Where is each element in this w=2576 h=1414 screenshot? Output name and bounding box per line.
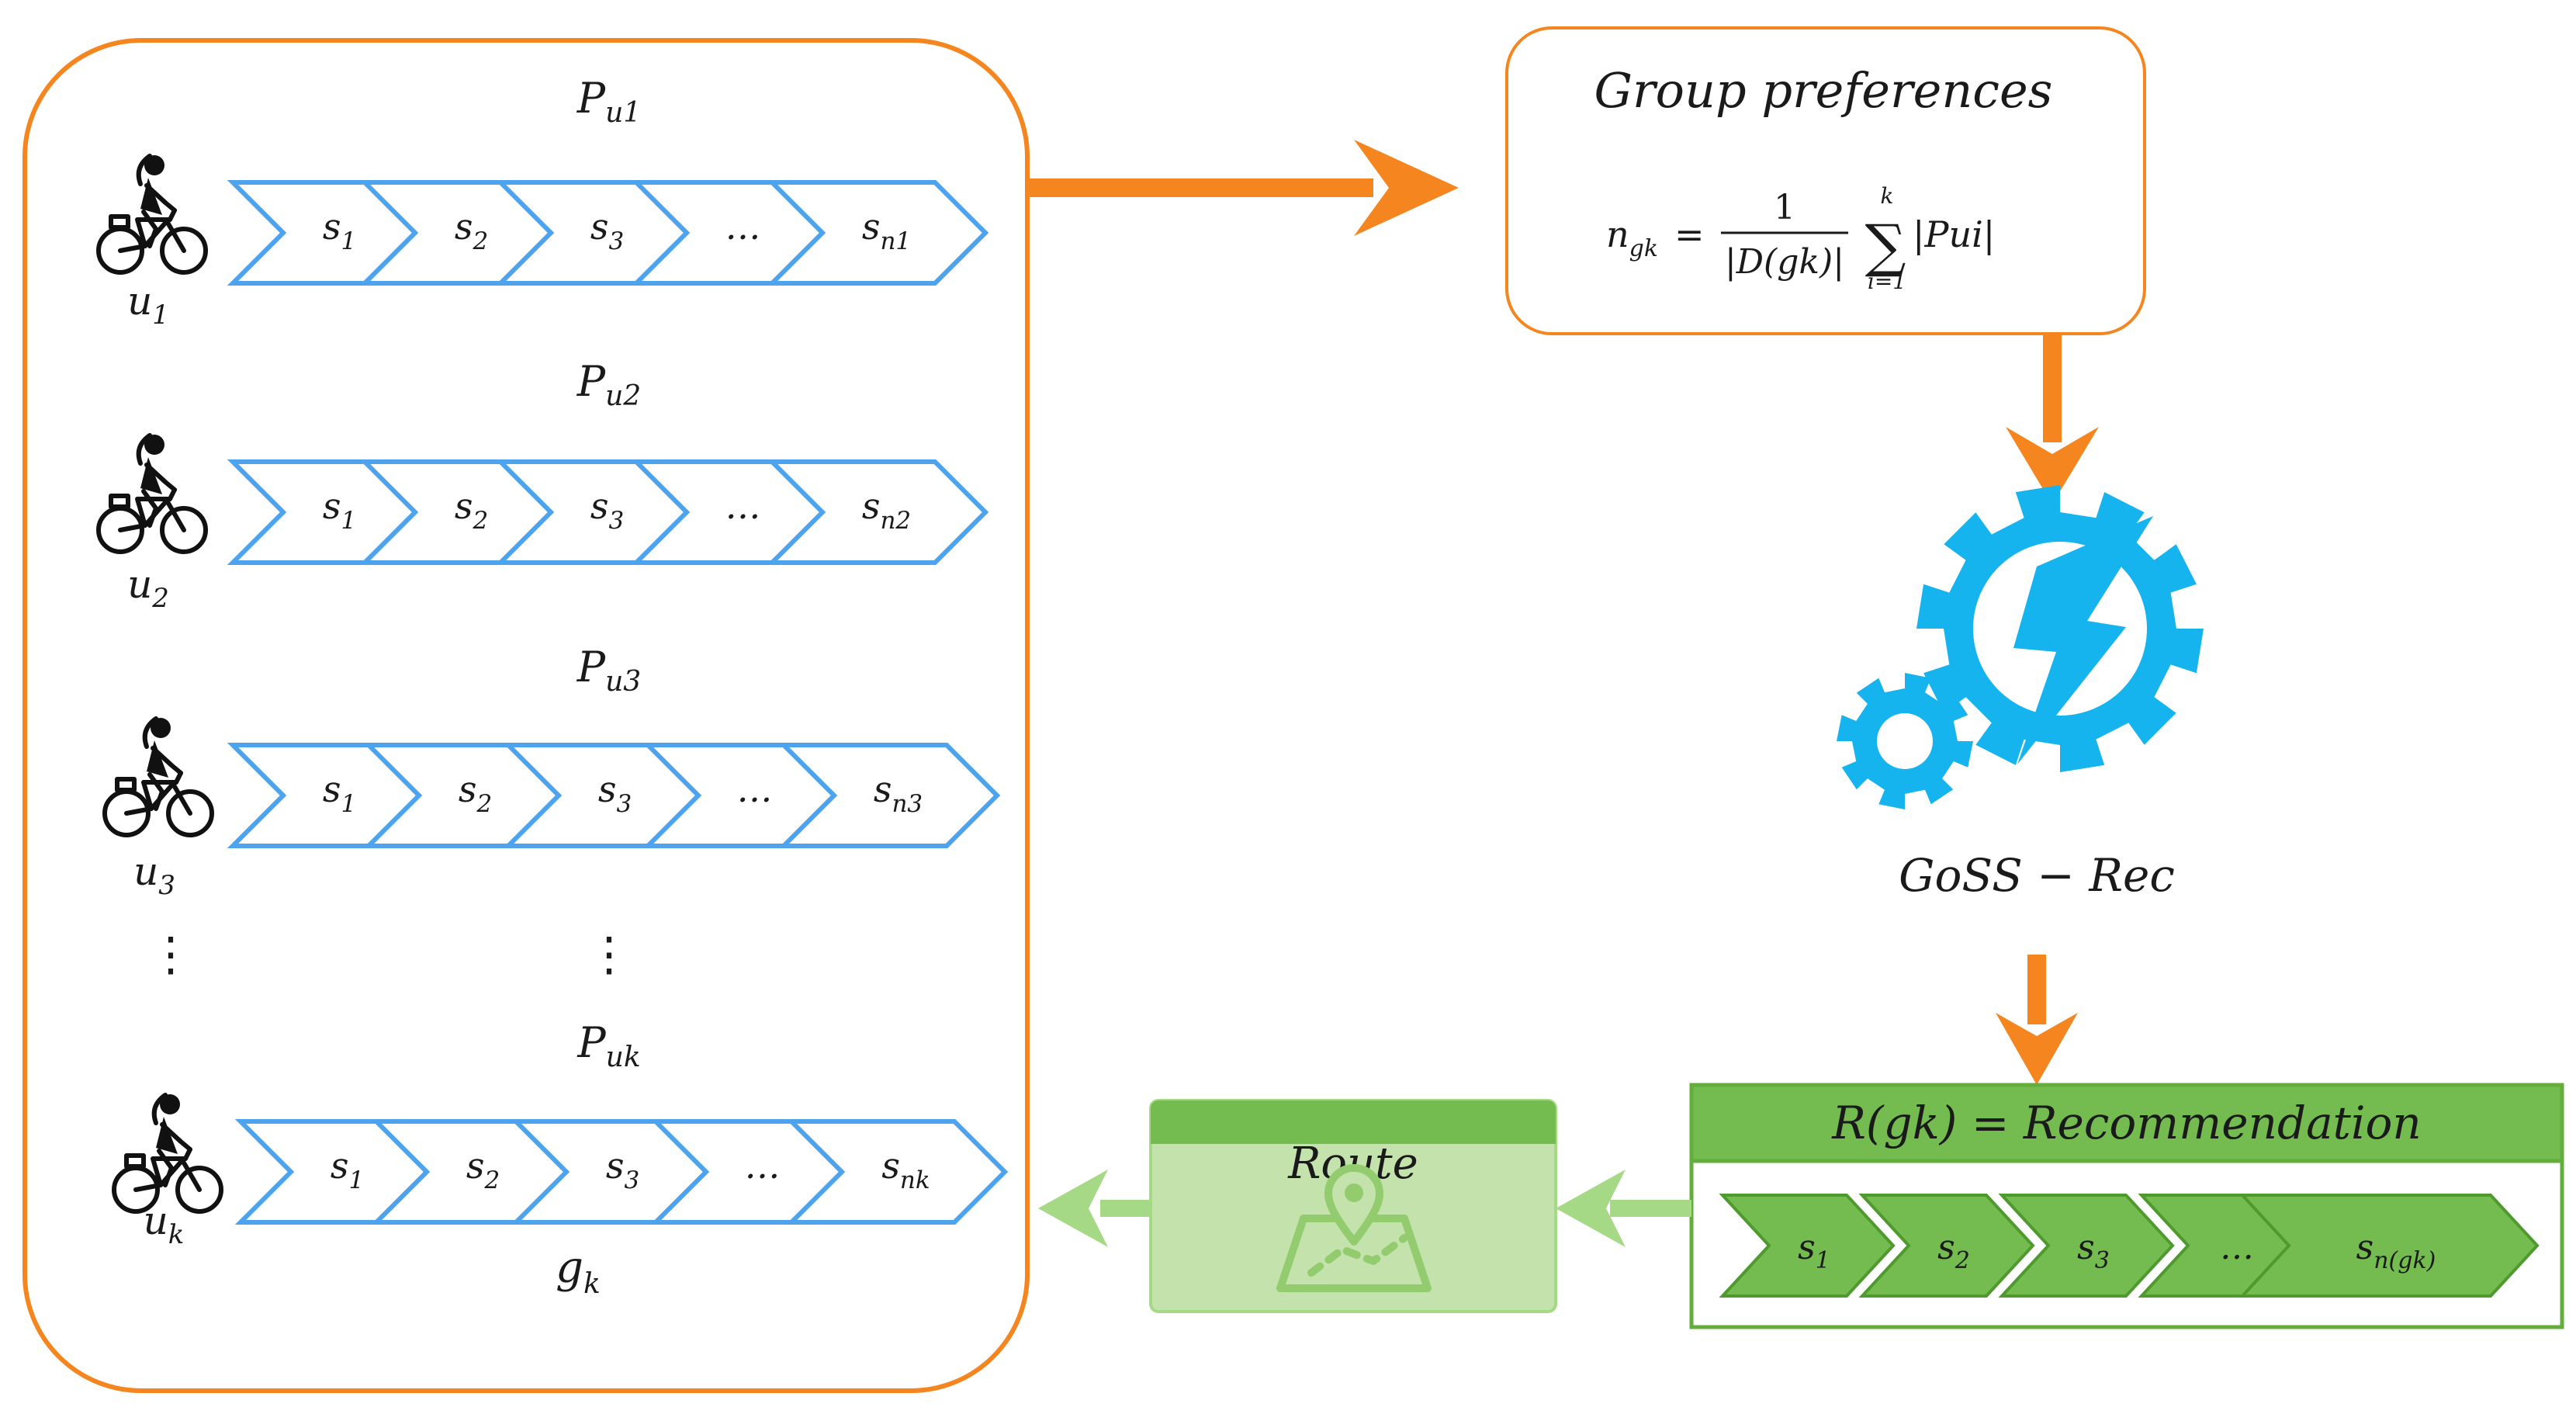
user-row: u3 Pu3 s1 s2 s3 … sn3: [102, 643, 1001, 901]
user-preference-label: Pu1: [576, 74, 641, 129]
preference-sequence: s1 s2 s3 … sn1: [227, 180, 989, 286]
engine-label: GoSS − Rec: [1899, 849, 2175, 902]
user-label: u3: [133, 849, 175, 901]
gears-lightning-icon: [1837, 485, 2204, 809]
user-row: u2 Pu2 s1 s2 s3 … sn2: [96, 357, 989, 614]
user-preference-label: Pu2: [576, 357, 641, 412]
group-size-formula: ngk = 1 |D(gk)| ∑ k i=1 |Pui|: [1606, 183, 1995, 294]
cyclist-icon: [102, 716, 214, 837]
preference-vdots: ⋮: [586, 927, 632, 982]
sequence-item-label: s2: [1937, 1228, 1970, 1274]
svg-text:1: 1: [1774, 188, 1795, 227]
svg-text:i=1: i=1: [1868, 269, 1906, 294]
sequence-item-label: sn(gk): [2356, 1228, 2436, 1274]
user-label: uk: [144, 1198, 185, 1250]
preference-chevron: [766, 180, 989, 286]
sequence-item-label: s1: [1798, 1228, 1830, 1274]
cyclist-icon: [112, 1093, 223, 1214]
recommendation-sequence: s1 s2 s3 … sn(gk): [1719, 1194, 2540, 1298]
sequence-item-label: s2: [455, 206, 488, 255]
sequence-item-label: s3: [606, 1145, 639, 1194]
user-preference-label: Pu3: [576, 643, 641, 698]
sequence-item-label: s3: [598, 768, 632, 818]
sequence-item-label: snk: [881, 1145, 930, 1194]
sequence-item-label: s1: [323, 206, 356, 255]
recommendation-box: R(gk) = Recommendation s1 s2 s3 … sn(gk): [1689, 1083, 2564, 1329]
arrow-to-engine: [2006, 334, 2099, 504]
recommendation-header-text: R(gk) = Recommendation: [1831, 1097, 2422, 1149]
sequence-item-label: sn3: [874, 768, 923, 818]
sequence-item-label: …: [725, 485, 761, 527]
preference-sequence: s1 s2 s3 … sn3: [227, 743, 1001, 848]
user-row: uk Puk s1 s2 s3 … snk: [112, 1018, 1009, 1250]
svg-text:k: k: [1881, 183, 1894, 209]
arrow-to-group-preferences: [1027, 140, 1459, 236]
sequence-item-label: s2: [459, 768, 492, 818]
user-label: u1: [127, 279, 169, 331]
group-preferences-title: Group preferences: [1594, 62, 2053, 119]
sequence-item-label: s2: [466, 1145, 500, 1194]
user-preference-label: Puk: [576, 1018, 640, 1073]
preference-sequence: s1 s2 s3 … sn2: [227, 459, 989, 565]
user-vdots: ⋮: [147, 927, 194, 982]
group-preferences-box: Group preferences ngk = 1 |D(gk)| ∑ k i=…: [1505, 26, 2146, 335]
preference-chevron: [766, 459, 989, 565]
svg-text:ngk: ngk: [1606, 213, 1658, 262]
sequence-item-label: sn1: [862, 206, 911, 255]
recommendation-chevron: [2238, 1194, 2540, 1298]
sequence-item-label: …: [725, 206, 761, 248]
arrow-rec-to-route: [1556, 1170, 1691, 1247]
arrow-route-to-group: [1038, 1170, 1151, 1247]
preference-chevron: [785, 1119, 1009, 1225]
route-box: Route: [1149, 1099, 1557, 1313]
svg-text:|D(gk)|: |D(gk)|: [1725, 242, 1844, 282]
recommendation-chevron: [1858, 1194, 2035, 1298]
sequence-item-label: s3: [2077, 1228, 2110, 1274]
recommendation-chevron: [1998, 1194, 2175, 1298]
cyclist-icon: [96, 154, 208, 275]
sequence-item-label: s1: [323, 768, 356, 818]
user-label: u2: [127, 562, 169, 614]
sequence-item-label: …: [737, 768, 773, 810]
group-label: gk: [556, 1242, 601, 1300]
svg-text:∑: ∑: [1865, 213, 1906, 279]
cyclist-icon: [96, 433, 208, 554]
user-row: u1 Pu1 s1 s2 s3 … sn1: [96, 74, 989, 331]
sequence-item-label: s3: [590, 206, 624, 255]
recommendation-chevron: [1719, 1194, 1896, 1298]
sequence-item-label: s2: [455, 485, 488, 535]
recommendation-header: [1689, 1083, 2564, 1163]
sequence-item-label: …: [745, 1145, 781, 1187]
arrow-to-recommendation: [1996, 955, 2078, 1085]
sequence-item-label: s1: [331, 1145, 364, 1194]
sequence-item-label: s3: [590, 485, 624, 535]
group-panel: [23, 38, 1030, 1393]
sequence-item-label: s1: [323, 485, 356, 535]
svg-text:|Pui|: |Pui|: [1913, 213, 1995, 255]
preference-sequence: s1 s2 s3 … snk: [234, 1119, 1009, 1225]
sequence-item-label: …: [2220, 1228, 2254, 1267]
sequence-item-label: sn2: [862, 485, 911, 535]
svg-text:=: =: [1674, 213, 1705, 255]
preference-chevron: [777, 743, 1001, 848]
map-pin-route-icon: [1276, 1164, 1432, 1292]
